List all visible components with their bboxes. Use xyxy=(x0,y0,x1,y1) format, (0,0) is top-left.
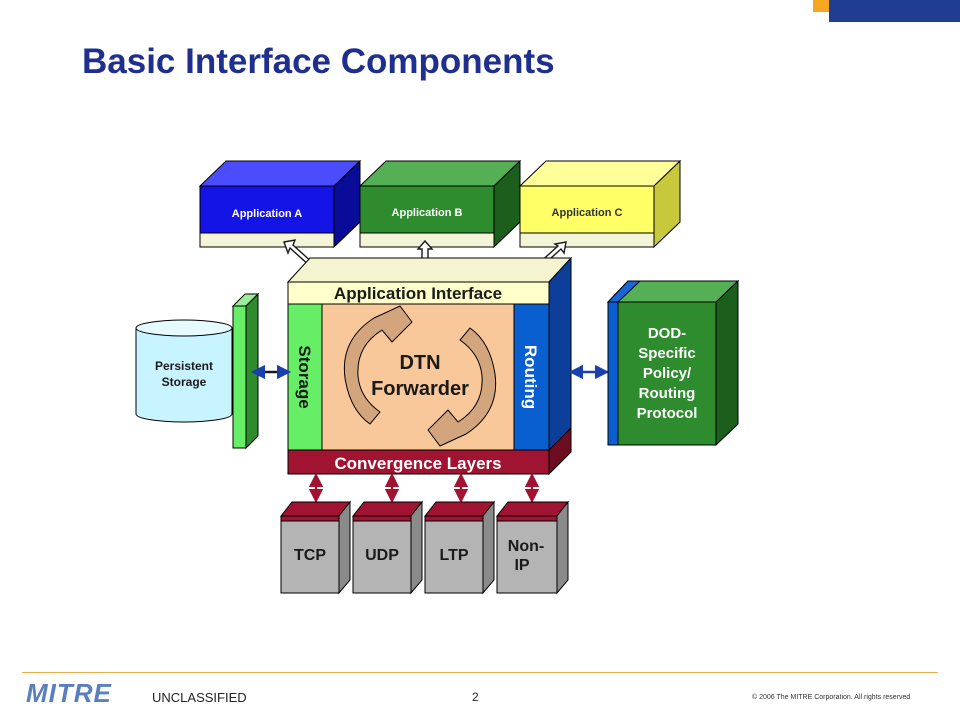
application-interface-label: Application Interface xyxy=(334,284,502,303)
application-c-box: Application C xyxy=(518,159,682,249)
ltp-label: LTP xyxy=(439,547,468,564)
tcp-label: TCP xyxy=(294,547,326,564)
policy-label-line3: Policy/ xyxy=(643,365,692,382)
page-number: 2 xyxy=(472,690,479,704)
transport-tcp-box: TCP xyxy=(279,500,352,595)
persistent-storage-cylinder: Persistent Storage xyxy=(135,319,233,423)
mitre-logo: MITRE xyxy=(26,678,112,708)
footer-divider xyxy=(22,672,938,673)
dod-policy-box: DOD- Specific Policy/ Routing Protocol xyxy=(606,279,740,447)
copyright-notice: © 2006 The MITRE Corporation. All rights… xyxy=(752,694,911,701)
forwarder-label-line1: DTN xyxy=(399,352,440,374)
transport-udp-box: UDP xyxy=(351,500,424,595)
forwarder-label-line2: Forwarder xyxy=(371,378,469,400)
non-ip-label-line1: Non- xyxy=(508,538,544,555)
non-ip-label-line2: IP xyxy=(514,557,529,574)
policy-label-line1: DOD- xyxy=(648,325,686,342)
persistent-storage-label-line1: Persistent xyxy=(155,359,213,373)
policy-label-line4: Routing xyxy=(639,385,696,402)
dtn-architecture-diagram: Application A Application B Application … xyxy=(135,159,740,595)
routing-label: Routing xyxy=(521,345,540,409)
policy-label-line2: Specific xyxy=(638,345,696,362)
header-accent-blue xyxy=(829,0,960,22)
forwarding-cycle-arrows: DTN Forwarder xyxy=(343,305,497,447)
transport-ltp-box: LTP xyxy=(423,500,496,595)
application-a-label: Application A xyxy=(232,208,303,220)
application-c-label: Application C xyxy=(552,207,623,219)
transport-non-ip-box: Non- IP xyxy=(495,500,570,595)
persistent-storage-label-line2: Storage xyxy=(162,375,207,389)
header-accent-orange xyxy=(813,0,829,12)
storage-connector-bar xyxy=(231,292,260,450)
application-a-box: Application A xyxy=(198,159,362,249)
udp-label: UDP xyxy=(365,547,399,564)
convergence-layers-band xyxy=(287,449,550,475)
slide-title: Basic Interface Components xyxy=(82,42,555,81)
application-b-box: Application B xyxy=(358,159,522,249)
convergence-layers-label: Convergence Layers xyxy=(334,454,501,473)
convergence-arrows xyxy=(308,472,540,504)
policy-label-line5: Protocol xyxy=(637,405,698,422)
classification-marking: UNCLASSIFIED xyxy=(152,690,247,705)
application-b-label: Application B xyxy=(392,207,463,219)
routing-column xyxy=(513,303,550,451)
storage-label: Storage xyxy=(295,345,314,408)
